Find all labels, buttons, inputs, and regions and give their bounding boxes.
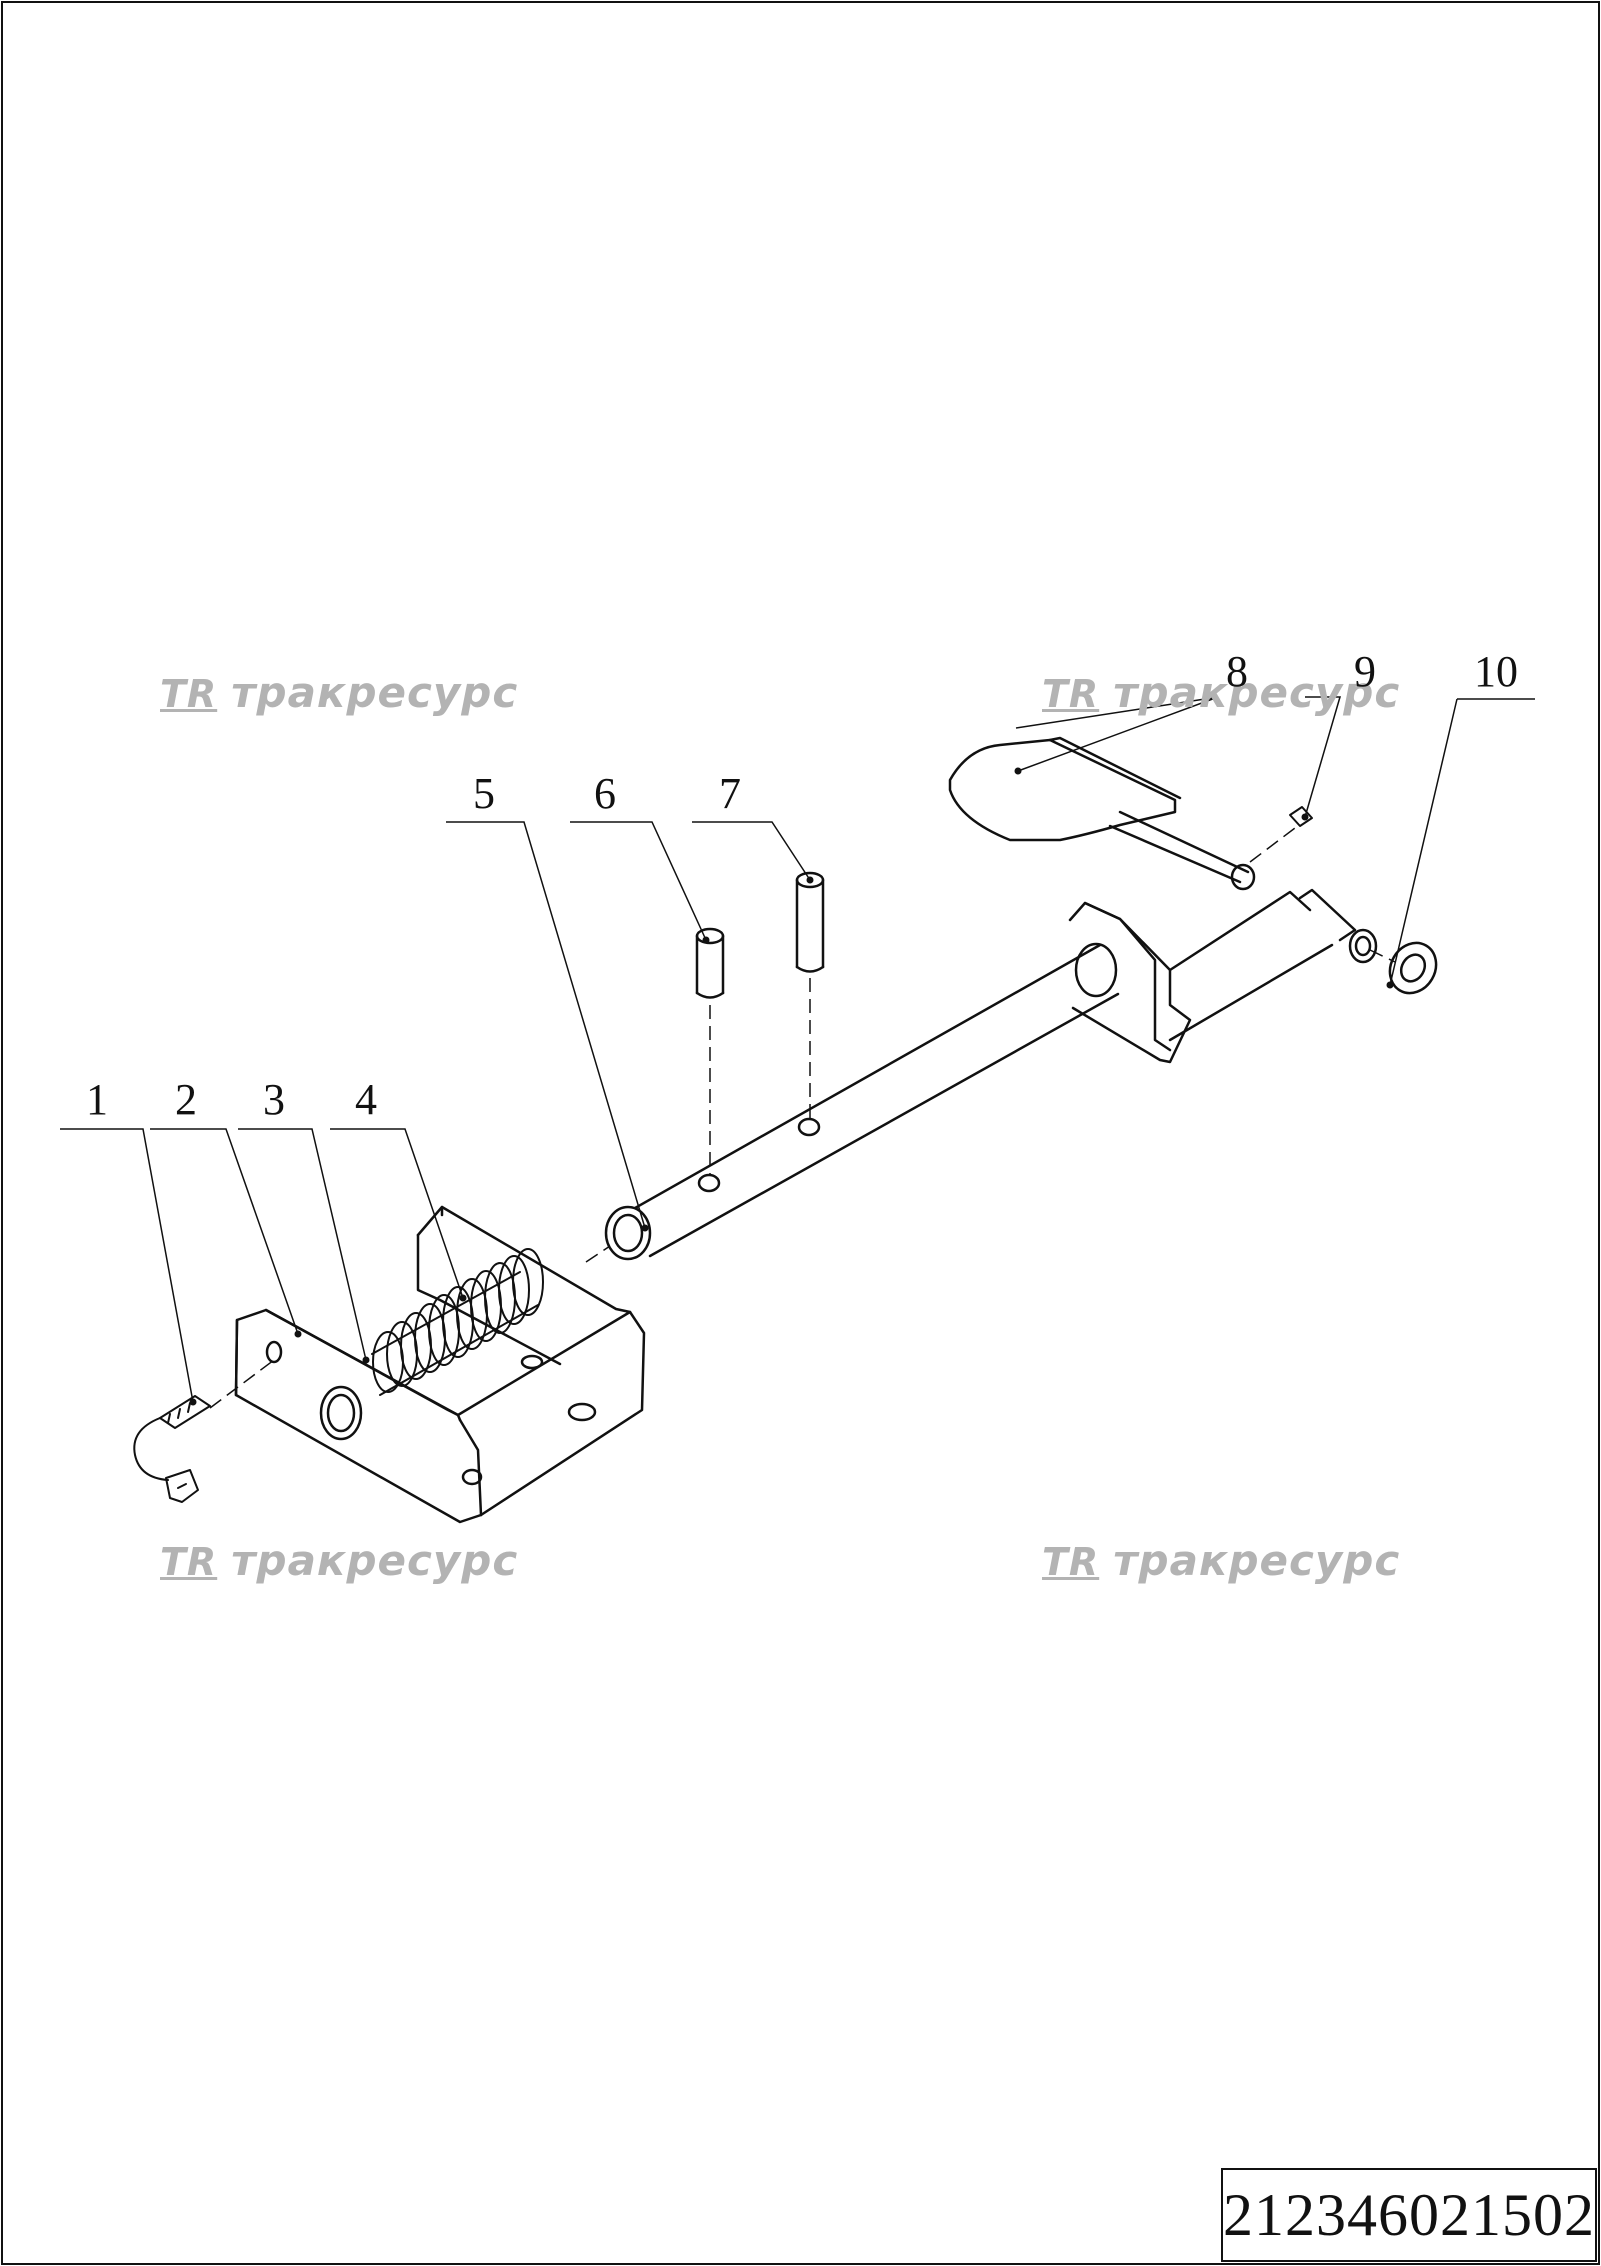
pedal-shaft bbox=[604, 888, 1378, 1261]
leader-dots bbox=[189, 767, 1394, 1406]
watermark-text: тракресурс bbox=[1113, 668, 1401, 717]
axis-shaft bbox=[585, 1245, 611, 1263]
callout-9: 9 bbox=[1354, 647, 1376, 696]
coil-spring bbox=[371, 1248, 544, 1396]
axis-washer bbox=[1369, 949, 1396, 963]
callout-2: 2 bbox=[175, 1075, 197, 1124]
callout-8: 8 bbox=[1226, 647, 1248, 696]
axis-sensor bbox=[209, 1359, 275, 1409]
watermark-logo: ТR bbox=[160, 672, 218, 716]
callout-3: 3 bbox=[263, 1075, 285, 1124]
watermark-logo: ТR bbox=[160, 1540, 218, 1584]
watermark-bottom-left: ТR тракресурс bbox=[160, 1536, 518, 1585]
position-sensor bbox=[133, 1395, 211, 1503]
watermark-text: тракресурс bbox=[231, 1536, 519, 1585]
watermark-text: тракресурс bbox=[231, 668, 519, 717]
watermark-text: тракресурс bbox=[1113, 1536, 1401, 1585]
document-number-box: 212346021502 bbox=[1221, 2168, 1597, 2262]
washer bbox=[1388, 941, 1438, 995]
callout-1: 1 bbox=[86, 1075, 108, 1124]
callout-4: 4 bbox=[355, 1075, 377, 1124]
pedal-pad bbox=[948, 736, 1256, 891]
leader-lines bbox=[60, 696, 1535, 1403]
pin-6 bbox=[695, 927, 725, 999]
document-number: 212346021502 bbox=[1223, 2181, 1595, 2248]
watermark-bottom-right: ТR тракресурс bbox=[1042, 1536, 1400, 1585]
watermark-logo: ТR bbox=[1042, 672, 1100, 716]
axis-screw bbox=[1249, 827, 1296, 863]
watermark-logo: ТR bbox=[1042, 1540, 1100, 1584]
watermark-top-left: ТR тракресурс bbox=[160, 668, 518, 717]
callout-5: 5 bbox=[473, 769, 495, 818]
pin-7 bbox=[795, 871, 825, 973]
set-screw bbox=[1289, 806, 1313, 827]
watermark-top-right: ТR тракресурс bbox=[1042, 668, 1400, 717]
callout-10: 10 bbox=[1474, 647, 1518, 696]
callout-6: 6 bbox=[594, 769, 616, 818]
callout-7: 7 bbox=[719, 769, 741, 818]
